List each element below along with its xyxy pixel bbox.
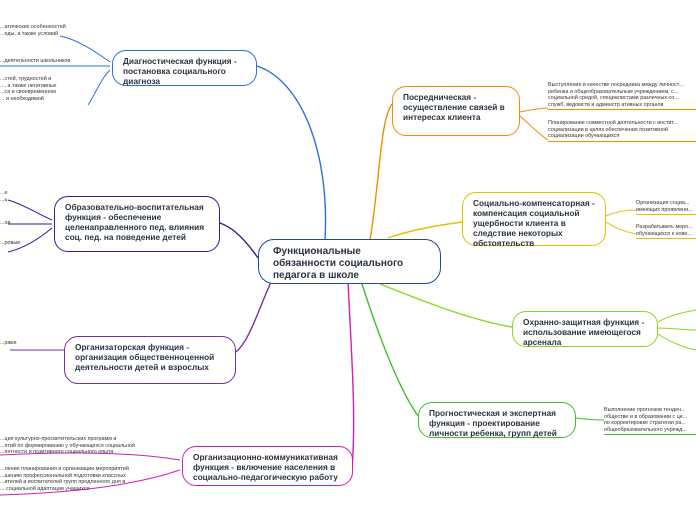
branch-educational[interactable]: Образовательно-воспитательная функция - … [54,196,220,252]
edge-organizer [235,279,273,353]
leaf-edge [519,107,549,113]
leaf-edge [605,209,637,217]
leaf-text: ...деятельности школьников [0,58,71,64]
edge-protective [379,283,513,328]
leaf-text: Разрабатывать меро... обучающихся к нове… [636,224,696,240]
leaf-text: Организация социа... имеющих проявлени..… [636,200,696,216]
leaf-edge [87,69,111,106]
leaf-text: ...стей, трудностей и ..., а также негат… [0,76,57,102]
leaf-edge [575,417,605,421]
leaf-edge [7,227,53,253]
central-topic[interactable]: Функциональные обязанности социального п… [258,239,441,284]
edge-mediator [369,103,393,241]
edge-compensatory [387,221,463,239]
branch-compensatory[interactable]: Социально-компенсаторная - компенсация с… [462,192,606,248]
leaf-text: ...ов [0,220,11,226]
leaf-text: ...ция культурно-просветительских програ… [0,436,135,456]
branch-mediator[interactable]: Посредническая - осуществление связей в … [392,86,520,136]
leaf-edge [7,199,53,221]
leaf-text: Планирование совместной деятельности с и… [548,120,696,142]
leaf-text: Выступление в качестве посредника между … [548,82,696,111]
leaf-edge [0,469,181,496]
leaf-edge [657,327,696,331]
edge-prognostic [361,283,419,417]
leaf-text: ...ржки [0,340,17,346]
leaf-text: Выполнение прогнозов тенден... обществе … [604,407,696,436]
leaf-edge [657,309,696,323]
leaf-edge [0,452,181,461]
leaf-edge [519,115,549,141]
leaf-edge [59,35,111,63]
leaf-text: ...е ...ь [0,190,8,203]
edge-educational [219,222,259,259]
leaf-text: ...атических особенностей ...еды, а такж… [0,24,66,37]
leaf-edge [657,333,696,351]
branch-diagnostic[interactable]: Диагностическая функция - постановка соц… [112,50,257,86]
leaf-text: ...ление планирования и организации меро… [0,466,129,492]
branch-prognostic[interactable]: Прогностическая и экспертная функция - п… [418,402,576,438]
branch-organizer[interactable]: Организаторская функция - организация об… [64,336,236,384]
edge-communicative [347,282,355,469]
branch-communicative[interactable]: Организационно-коммуникативная функция -… [182,446,353,486]
branch-protective[interactable]: Охранно-защитная функция - использование… [512,311,658,347]
leaf-text: ...ровые [0,240,21,246]
edge-diagnostic [256,65,327,241]
leaf-edge [605,221,637,235]
